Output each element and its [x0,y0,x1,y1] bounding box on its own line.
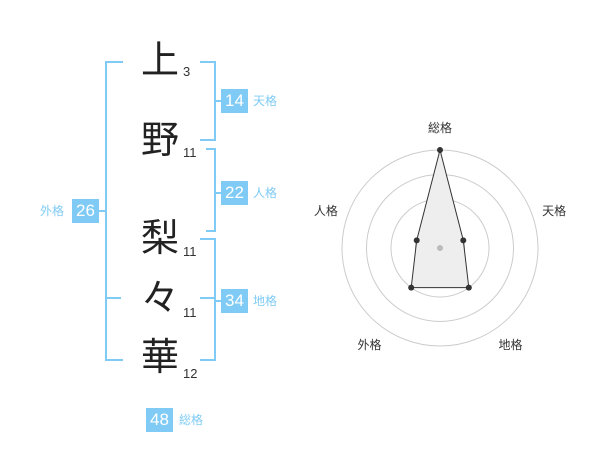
name-char-3: 梨 [140,216,179,260]
radar-polygon [410,149,470,289]
jinkaku-value-badge: 22 [221,181,248,205]
radar-point-2 [465,284,472,291]
radar-axis-label-1: 天格 [542,203,566,218]
gaikaku-bracket [105,61,123,361]
jinkaku-label: 人格 [253,186,278,200]
chikaku-bracket [200,238,216,361]
stroke-count-5: 12 [183,366,198,381]
radar-point-0 [437,147,443,153]
chikaku-value-badge: 34 [221,289,248,313]
tenkaku-value-badge: 14 [221,89,248,113]
jinkaku-connector [216,192,221,194]
gaikaku-connector [93,210,105,212]
radar-axis-label-0: 総格 [428,120,452,135]
stroke-count-1: 3 [183,64,191,79]
radar-axis-label-4: 人格 [314,203,338,218]
stroke-count-3: 11 [183,244,197,259]
stroke-count-2: 11 [183,145,197,160]
name-char-2: 野 [140,118,179,162]
radar-point-4 [413,237,420,244]
gaikaku-value-badge: 26 [72,199,99,223]
tenkaku-bracket [200,61,216,141]
tenkaku-label: 天格 [253,94,278,108]
radar-center-dot [437,245,443,251]
radar-axis-label-2: 地格 [498,337,522,352]
radar-point-3 [408,284,415,291]
gaikaku-bracket-tick [107,297,121,299]
chikaku-bracket-tick [200,297,214,299]
radar-series [410,149,470,289]
chikaku-label: 地格 [253,294,278,308]
name-char-5: 華 [140,335,179,379]
radar-axis-label-3: 外格 [357,337,381,352]
radar-points [408,147,472,291]
soukaku-value-badge: 48 [146,408,173,432]
soukaku-label: 総格 [179,413,204,427]
name-char-4: 々 [140,276,179,320]
radar-point-1 [460,237,467,244]
tenkaku-connector [216,100,221,102]
gaikaku-label: 外格 [40,204,65,218]
chikaku-connector [216,300,221,302]
jinkaku-bracket [206,148,216,232]
name-char-1: 上 [140,38,179,82]
stroke-count-4: 11 [183,305,197,320]
